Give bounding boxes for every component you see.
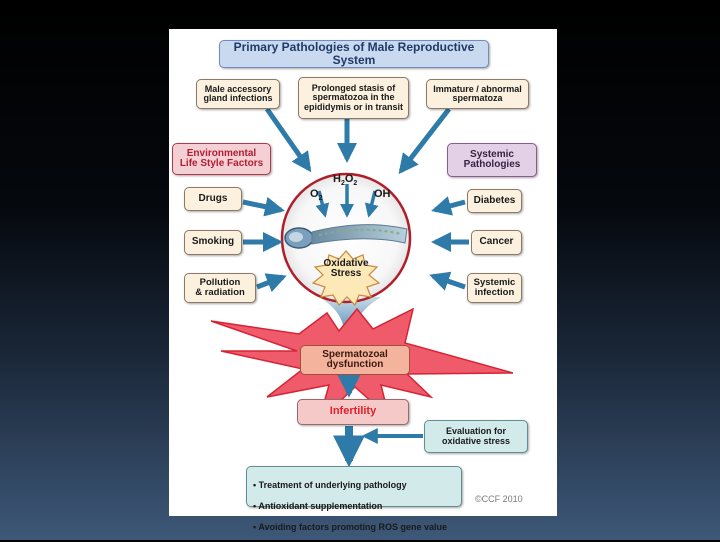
treatment-item: • Avoiding factors promoting ROS gene va… (253, 521, 448, 532)
ros-o2-label: O2 (310, 188, 323, 203)
evaluation-box: Evaluation for oxidative stress (424, 420, 528, 453)
arrow-primary-right (398, 107, 451, 175)
sys-item-systemic-infection: Systemic infection (467, 273, 522, 303)
ros-h2o2-label: H2O2 (333, 173, 358, 188)
spermatozoal-dysfunction-box: Spermatozoal dysfunction (300, 345, 410, 375)
arrow-oh (364, 190, 379, 218)
ros-oh-label: OH (374, 188, 391, 200)
env-item-pollution: Pollution & radiation (184, 273, 256, 303)
env-item-drugs: Drugs (184, 187, 242, 211)
environmental-heading: Environmental Life Style Factors (172, 143, 271, 175)
treatment-item: • Treatment of underlying pathology (253, 480, 407, 491)
copyright-label: ©CCF 2010 (475, 494, 523, 504)
arrow-systemic-infection (429, 271, 466, 291)
systemic-heading: Systemic Pathologies (447, 143, 537, 177)
diagram-slide: Primary Pathologies of Male Reproductive… (169, 29, 557, 532)
primary-box-stasis: Prolonged stasis of spermatozoa in the e… (298, 77, 409, 119)
arrow-pollution (256, 273, 287, 293)
env-item-smoking: Smoking (184, 230, 242, 255)
primary-box-accessory-gland: Male accessory gland infections (196, 79, 280, 109)
treatment-box: • Treatment of underlying pathology • An… (246, 466, 462, 532)
arrow-diabetes (431, 196, 466, 216)
arrow-o2 (315, 190, 330, 218)
sys-item-cancer: Cancer (471, 230, 522, 255)
primary-box-immature: Immature / abnormal spermatoza (426, 79, 529, 109)
treatment-item: • Antioxidant supplementation (253, 501, 383, 512)
arrow-drugs (242, 196, 285, 217)
arrow-primary-left (264, 107, 312, 173)
title-box: Primary Pathologies of Male Reproductive… (219, 40, 489, 68)
oxidative-stress-starburst (311, 250, 381, 307)
infertility-box: Infertility (297, 399, 409, 425)
spermatozoon-illustration (284, 224, 408, 249)
sys-item-diabetes: Diabetes (467, 189, 522, 213)
oxidative-stress-label: Oxidative Stress (323, 258, 369, 279)
page-title: Primary Pathologies of Male Reproductive… (233, 40, 475, 67)
